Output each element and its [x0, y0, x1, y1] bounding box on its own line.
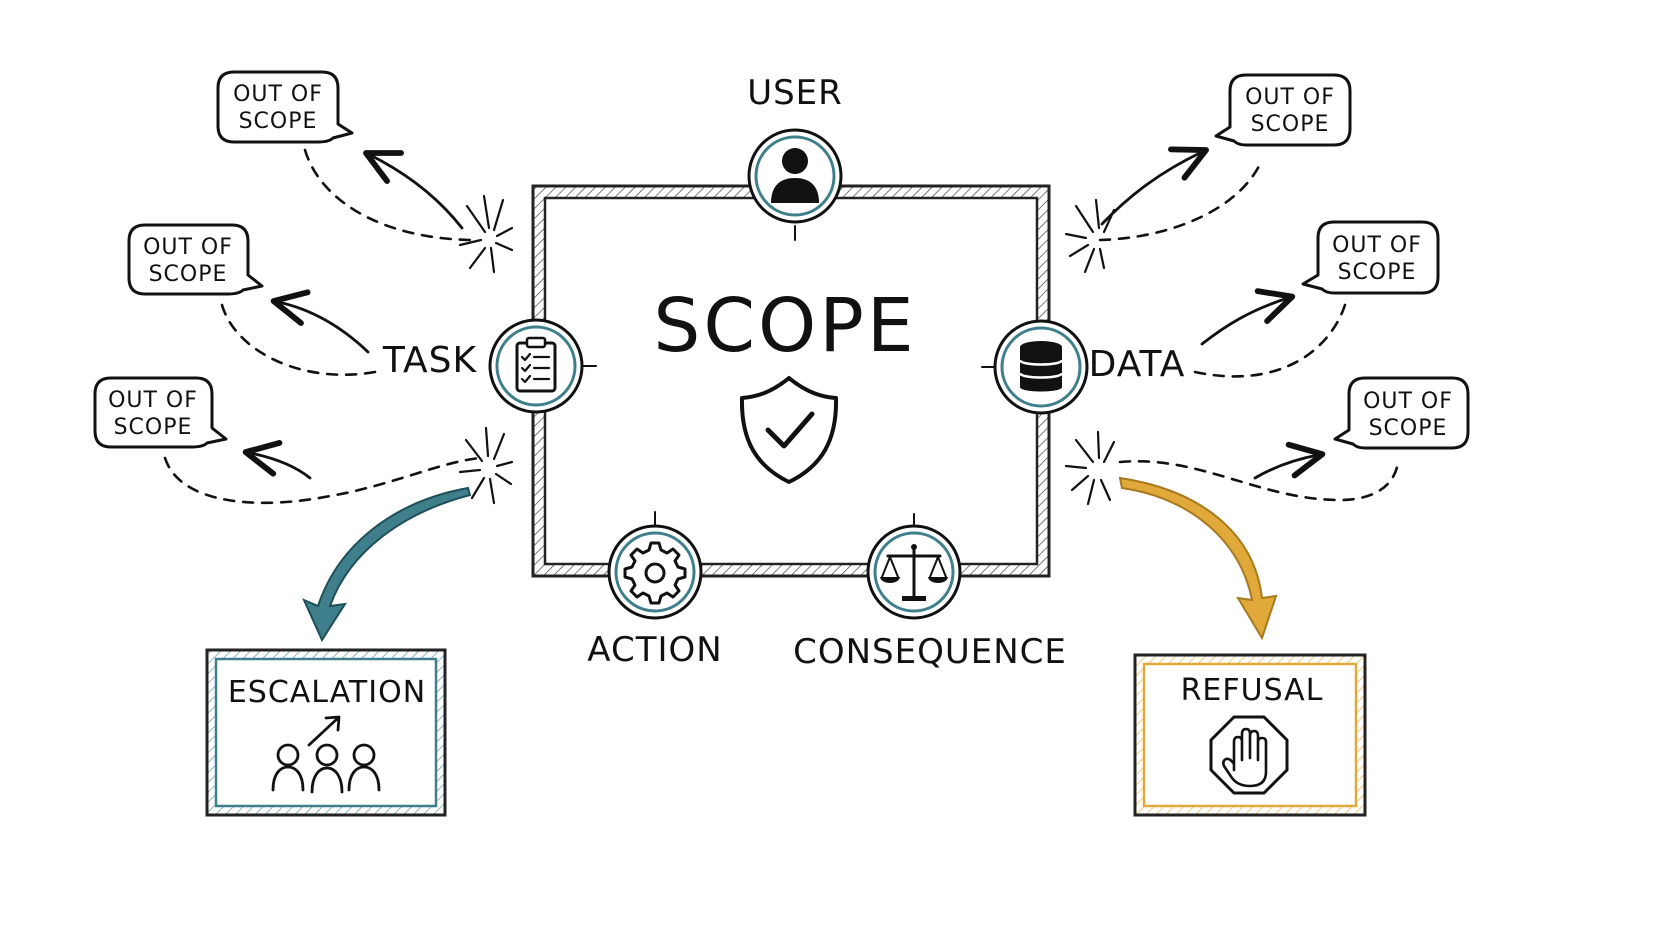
data-node — [981, 319, 1089, 415]
refusal-box: REFUSAL — [1133, 653, 1367, 817]
task-label: TASK — [382, 340, 478, 381]
svg-text:SCOPE: SCOPE — [114, 415, 193, 440]
out-of-scope-bubble-left-middle: OUT OF SCOPE — [127, 223, 264, 296]
svg-text:SCOPE: SCOPE — [239, 109, 318, 134]
consequence-label: CONSEQUENCE — [793, 632, 1067, 672]
right-connectors — [1098, 146, 1400, 502]
clipboard-checklist-icon — [515, 336, 557, 393]
spark-right-bottom — [1064, 430, 1116, 506]
refusal-label: REFUSAL — [1181, 673, 1324, 708]
user-node — [747, 128, 843, 241]
out-of-scope-bubble-right-bottom: OUT OF SCOPE — [1333, 376, 1470, 450]
svg-text:OUT OF: OUT OF — [1363, 389, 1453, 414]
svg-text:OUT OF: OUT OF — [1245, 85, 1335, 110]
people-escalate-icon — [271, 715, 381, 794]
escalation-arrow — [302, 486, 472, 643]
svg-text:OUT OF: OUT OF — [108, 388, 198, 413]
user-icon — [771, 148, 819, 203]
action-node — [607, 511, 703, 620]
out-of-scope-bubble-right-middle: OUT OF SCOPE — [1301, 220, 1440, 295]
scope-title: SCOPE — [653, 283, 916, 369]
database-icon — [1018, 341, 1064, 392]
data-label: DATA — [1089, 344, 1186, 385]
shield-check-icon — [739, 376, 839, 484]
gear-icon — [623, 541, 687, 605]
out-of-scope-bubble-left-top: OUT OF SCOPE — [216, 70, 354, 144]
spark-right-top — [1064, 198, 1116, 274]
escalation-label: ESCALATION — [228, 675, 426, 710]
svg-text:OUT OF: OUT OF — [1332, 233, 1422, 258]
stop-hand-icon — [1209, 715, 1289, 795]
svg-text:SCOPE: SCOPE — [149, 262, 228, 287]
escalation-box: ESCALATION — [205, 648, 447, 817]
svg-text:OUT OF: OUT OF — [233, 82, 323, 107]
out-of-scope-bubble-left-bottom: OUT OF SCOPE — [93, 376, 228, 449]
svg-text:SCOPE: SCOPE — [1251, 112, 1330, 137]
task-node — [488, 318, 597, 414]
svg-text:SCOPE: SCOPE — [1338, 260, 1417, 285]
spark-left-bottom — [458, 426, 514, 505]
svg-text:SCOPE: SCOPE — [1369, 416, 1448, 441]
consequence-node — [866, 513, 962, 620]
scales-icon — [880, 544, 948, 601]
svg-text:OUT OF: OUT OF — [143, 235, 233, 260]
spark-left-top — [458, 194, 514, 274]
out-of-scope-bubble-right-top: OUT OF SCOPE — [1214, 73, 1352, 147]
user-label: USER — [747, 73, 843, 113]
refusal-arrow — [1118, 476, 1278, 641]
action-label: ACTION — [587, 630, 722, 670]
scope-frame — [531, 184, 1051, 578]
left-connectors — [163, 148, 482, 505]
